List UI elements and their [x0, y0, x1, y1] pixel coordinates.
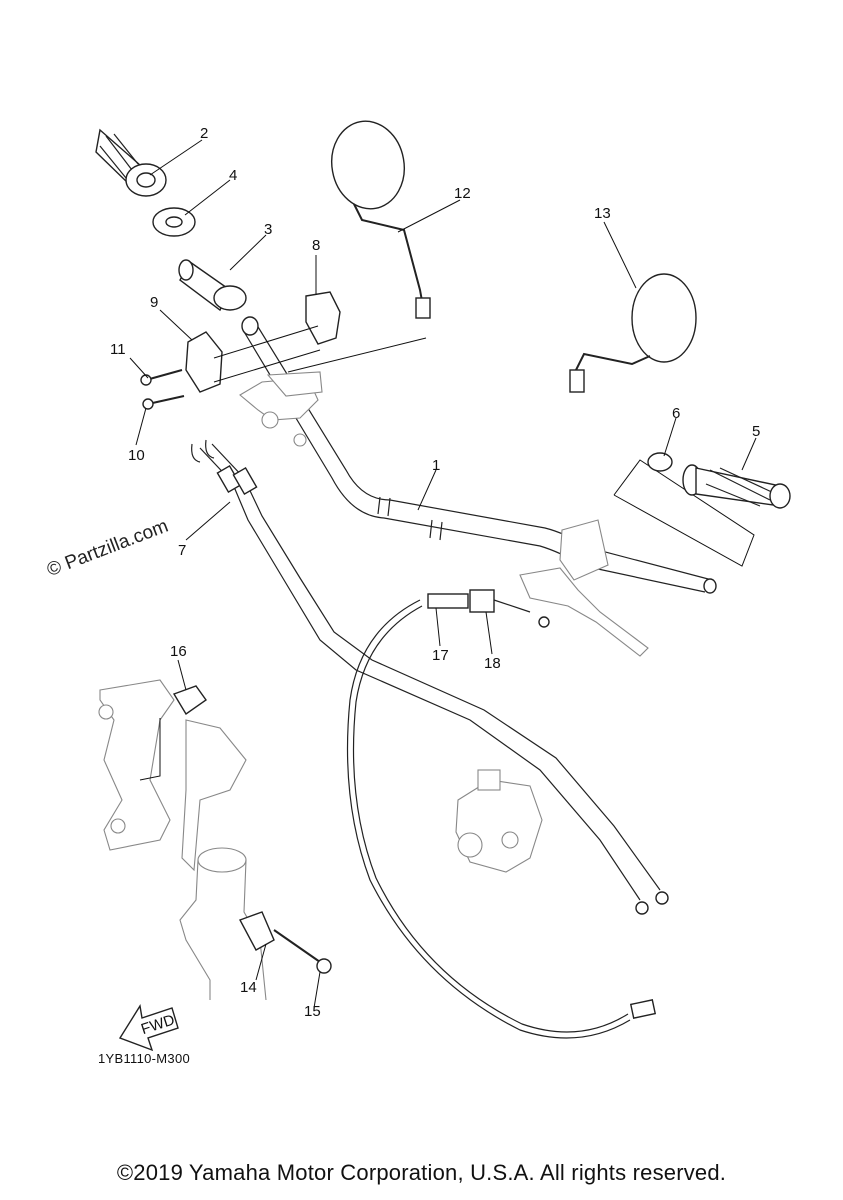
part-number-1: 1: [432, 457, 440, 474]
clutch-cable: [346, 589, 657, 1039]
part-number-18: 18: [484, 655, 501, 672]
throttle-tube: [178, 259, 247, 312]
part-number-10: 10: [128, 447, 145, 464]
part-number-5: 5: [752, 423, 760, 440]
part-number-17: 17: [432, 647, 449, 664]
screw: [145, 369, 183, 381]
steering-head: [179, 847, 332, 1001]
part-number-11: 11: [110, 341, 126, 358]
diagram-code: 1YB1110-M300: [98, 1051, 191, 1066]
part-number-7: 7: [178, 542, 186, 559]
left-mirror: [331, 120, 431, 319]
part-number-8: 8: [312, 237, 320, 254]
part-number-15: 15: [304, 1003, 321, 1020]
carburetor: [455, 769, 543, 873]
part-number-2: 2: [200, 125, 208, 142]
part-number-6: 6: [672, 405, 680, 422]
part-number-16: 16: [170, 643, 187, 660]
part-number-13: 13: [594, 205, 611, 222]
right-grip: [613, 452, 791, 567]
leader-lines: [129, 139, 757, 1009]
fwd-arrow: FWD: [118, 1004, 179, 1052]
part-number-14: 14: [240, 979, 257, 996]
screw: [147, 395, 185, 405]
throttle-housing-lower: [185, 331, 223, 393]
right-mirror: [569, 273, 697, 393]
right-clamp: [559, 519, 609, 581]
part-numbers: 1 2 3 4 5 6 7 8 9 10 11 12 13 14 15 16 1…: [110, 125, 760, 1020]
part-number-12: 12: [454, 185, 471, 202]
throttle-housing-upper: [305, 291, 341, 345]
throttle-cables: [191, 439, 669, 915]
left-clamp-assembly: [239, 371, 323, 447]
frame-bracket: [98, 679, 247, 872]
copyright-notice: ©2019 Yamaha Motor Corporation, U.S.A. A…: [116, 1160, 727, 1185]
left-grip: [95, 128, 167, 197]
part-number-3: 3: [264, 221, 272, 238]
brake-lever: [519, 567, 649, 657]
part-number-9: 9: [150, 294, 158, 311]
part-number-4: 4: [229, 167, 237, 184]
